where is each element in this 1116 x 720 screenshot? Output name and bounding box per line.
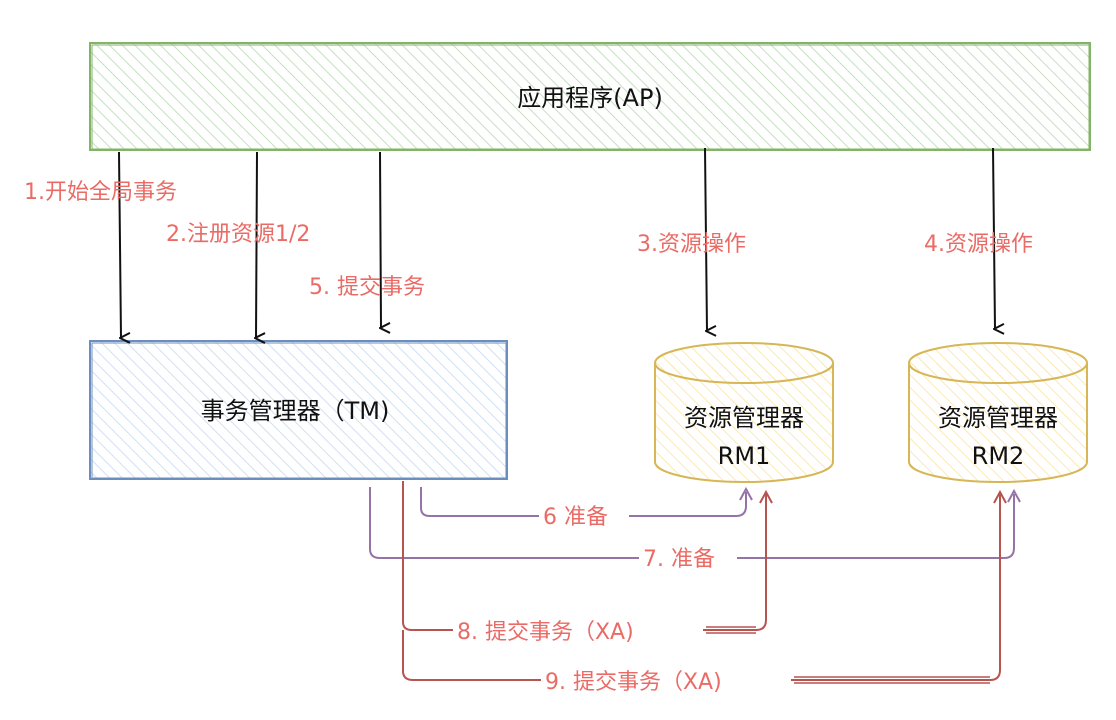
- tm-box-sketch: [91, 342, 507, 479]
- step-label-3: 3.资源操作: [637, 232, 746, 257]
- step-label-5: 5. 提交事务: [309, 275, 425, 300]
- step-label-9: 9. 提交事务（XA): [545, 670, 722, 695]
- commit-line-rm2: [402, 494, 1001, 681]
- prepare-arrow-rm1: [739, 486, 753, 501]
- step-label-2: 2.注册资源1/2: [166, 222, 310, 247]
- ap-box-sketch: [91, 44, 1090, 150]
- ap-label: 应用程序(AP): [517, 84, 663, 112]
- rm2-cylinder-body: [908, 363, 1088, 483]
- arrow-step-5: [380, 151, 381, 328]
- rm1-label-line2: RM1: [718, 442, 771, 470]
- step-label-8: 8. 提交事务（XA): [457, 620, 634, 645]
- rm2-cylinder-top: [908, 342, 1088, 384]
- label-bg-s9: [541, 666, 791, 694]
- label-backgrounds: [453, 502, 791, 694]
- ap-arrows: [118, 147, 995, 338]
- rm1-node: 资源管理器 RM1: [654, 342, 834, 483]
- arrow-step-4: [992, 147, 995, 329]
- ap-box: [89, 42, 1091, 151]
- rm1-cylinder-body: [654, 363, 834, 483]
- arrow-step-1: [118, 151, 121, 338]
- label-bg-s6: [539, 502, 629, 530]
- step-label-4: 4.资源操作: [924, 232, 1033, 257]
- label-bg-s7: [639, 543, 737, 571]
- arrow-step-2: [256, 151, 257, 338]
- tm-box: [89, 340, 508, 480]
- rm2-label-line2: RM2: [972, 442, 1025, 470]
- rm2-node: 资源管理器 RM2: [908, 342, 1088, 483]
- tm-node: 事务管理器（TM): [89, 340, 508, 480]
- sketch-tails: [706, 626, 990, 684]
- step-label-7: 7. 准备: [643, 547, 715, 572]
- commit-connectors: [402, 481, 1007, 681]
- commit-arrow-rm1: [759, 489, 773, 504]
- tail-s9: [794, 676, 990, 684]
- ap-node: 应用程序(AP): [89, 42, 1091, 151]
- arrow-step-3: [704, 147, 707, 331]
- commit-arrow-rm2: [993, 489, 1007, 504]
- label-bg-s8: [453, 616, 703, 644]
- prepare-arrow-rm2: [1007, 488, 1021, 503]
- tm-label: 事务管理器（TM): [201, 397, 390, 425]
- step-label-1: 1.开始全局事务: [24, 180, 177, 205]
- rm1-cylinder-top: [654, 342, 834, 384]
- rm2-label-line1: 资源管理器: [938, 404, 1058, 432]
- step-labels: 1.开始全局事务 2.注册资源1/2 3.资源操作 4.资源操作 5. 提交事务…: [24, 180, 1033, 695]
- step-label-6: 6 准备: [543, 505, 608, 530]
- tail-s8: [706, 626, 756, 634]
- rm1-label-line1: 资源管理器: [684, 404, 804, 432]
